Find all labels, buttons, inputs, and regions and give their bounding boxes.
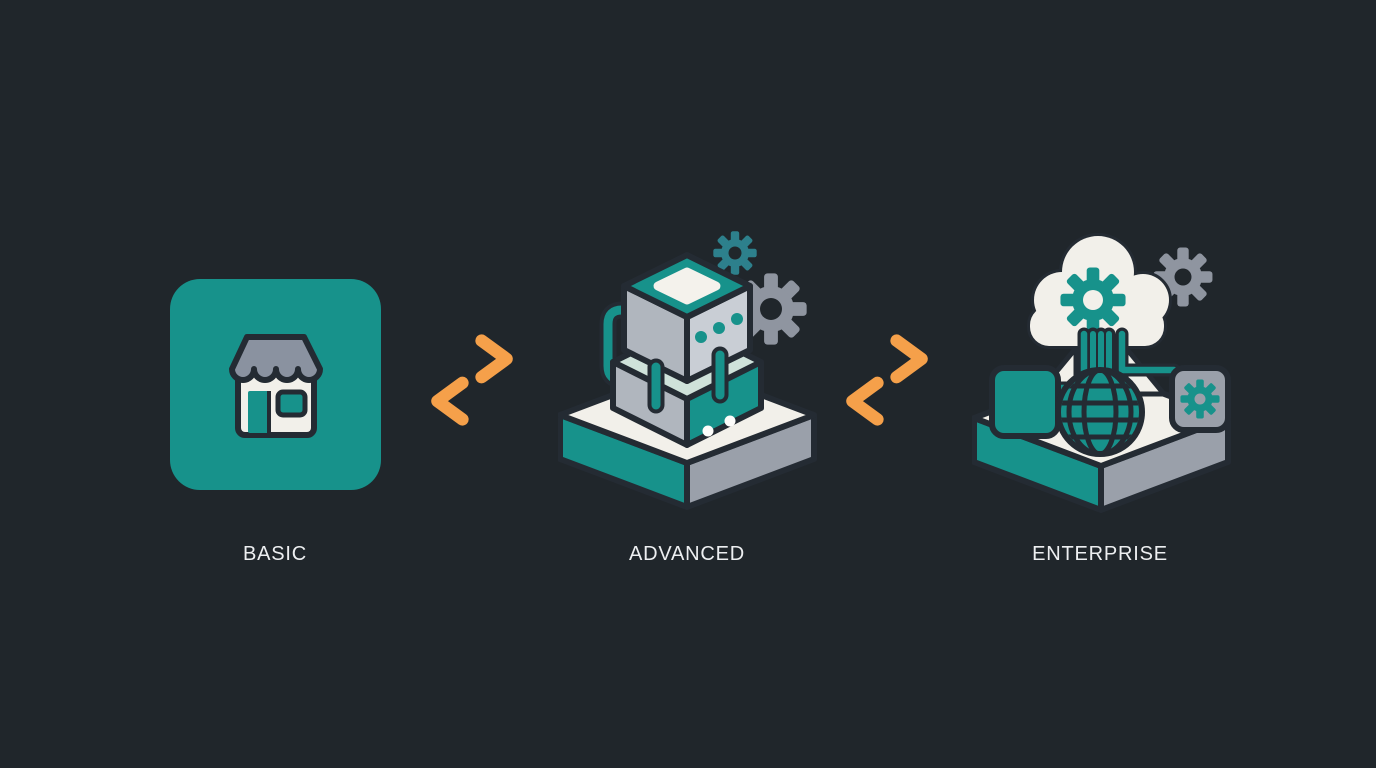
arrow-left-icon bbox=[846, 376, 932, 426]
storefront-icon bbox=[170, 279, 381, 490]
node-gear-square bbox=[1169, 365, 1231, 433]
gear-gray-icon bbox=[1153, 247, 1213, 307]
arrow-right-icon bbox=[427, 334, 513, 384]
transfer-arrows-icon bbox=[842, 334, 932, 426]
stage-advanced-label: ADVANCED bbox=[628, 543, 746, 565]
stage-basic-label: BASIC bbox=[242, 543, 308, 565]
globe-icon bbox=[1055, 367, 1145, 457]
modular-robot-stack-icon bbox=[558, 231, 817, 510]
stage-enterprise-label: ENTERPRISE bbox=[1032, 543, 1168, 565]
top-module bbox=[621, 252, 753, 384]
gear-small-icon bbox=[713, 231, 757, 275]
connector-pipes bbox=[647, 346, 729, 414]
transfer-arrows-icon bbox=[427, 334, 517, 426]
lower-module-lights bbox=[702, 415, 736, 437]
top-module-lights bbox=[695, 313, 743, 343]
stage-basic bbox=[168, 277, 383, 492]
gear-cloud-icon bbox=[1060, 267, 1126, 333]
gear-large-icon bbox=[735, 273, 807, 345]
node-teal-square bbox=[989, 365, 1061, 439]
arrow-right-icon bbox=[842, 334, 928, 384]
top-module-panel bbox=[653, 267, 721, 305]
arrow-left-icon bbox=[431, 376, 517, 426]
cloud-icon bbox=[1027, 233, 1172, 349]
cloud-network-platform-icon bbox=[972, 233, 1231, 513]
